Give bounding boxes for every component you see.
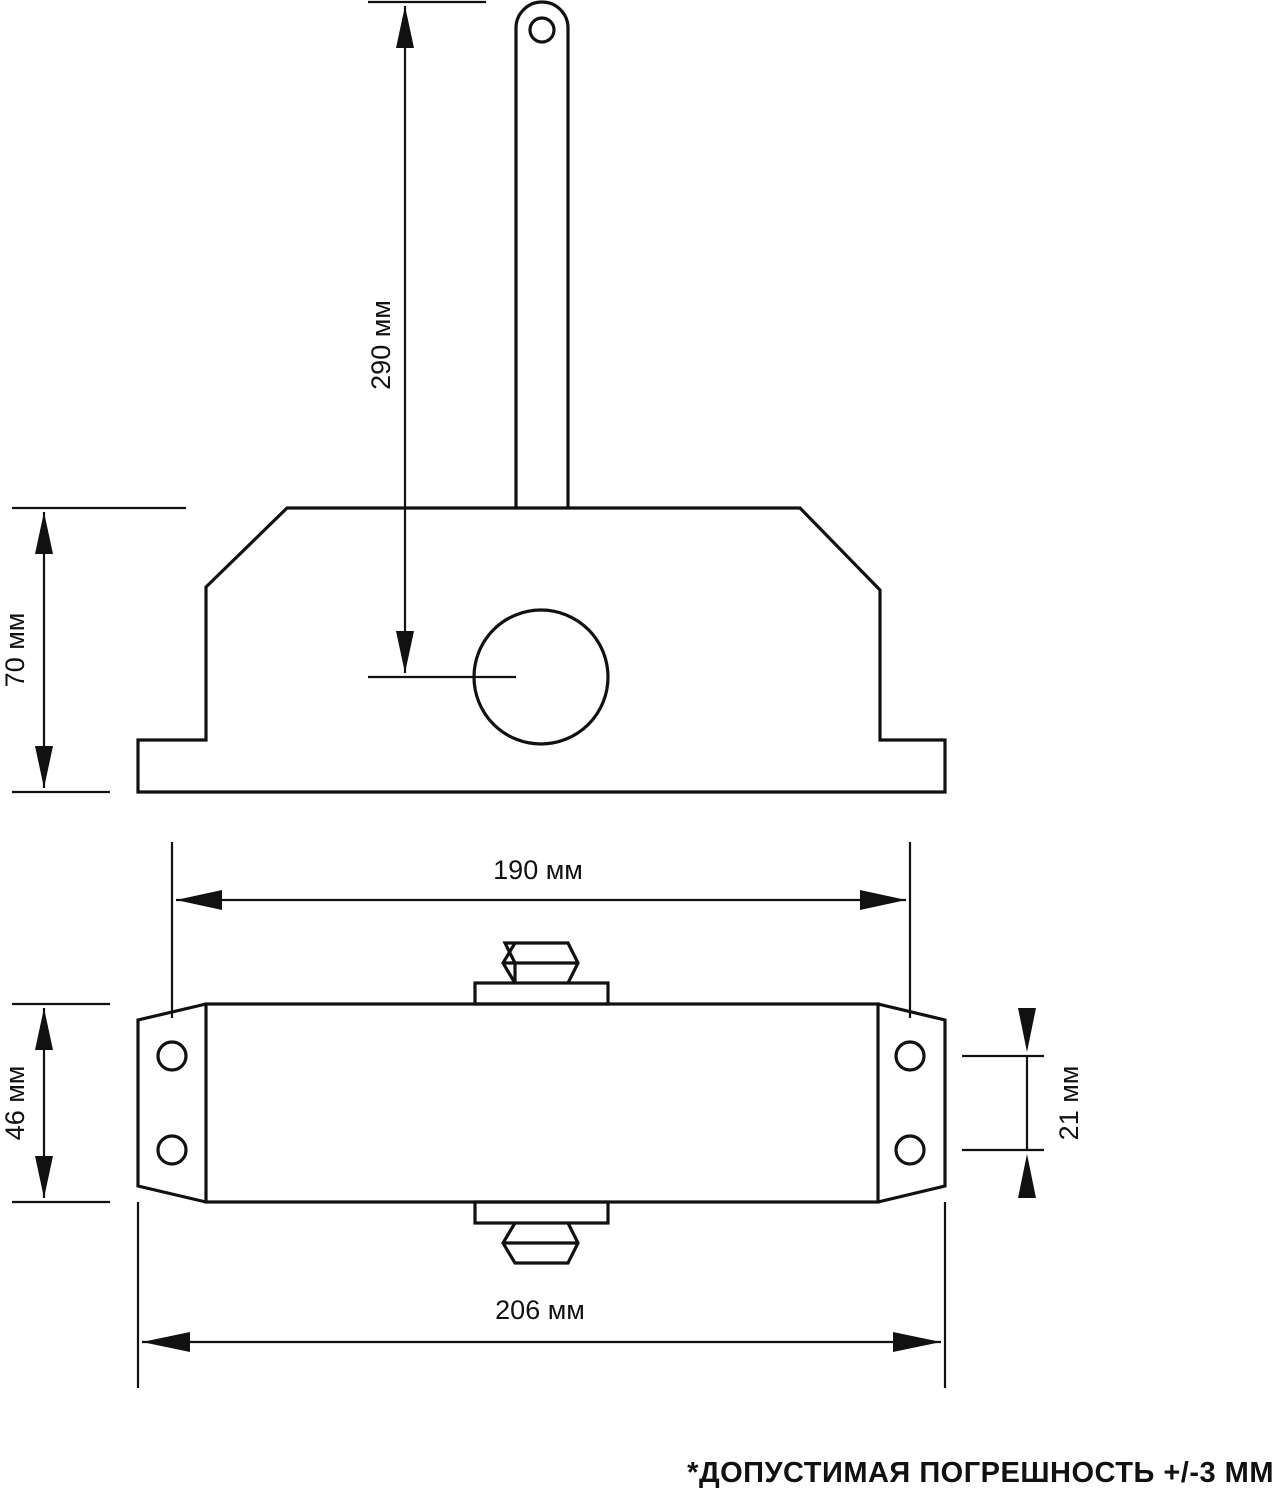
spindle-boss-bottom: [501, 1222, 580, 1265]
arrow-up-icon: [396, 6, 414, 48]
arrow-up-icon: [1018, 1154, 1036, 1198]
arrow-down-icon: [35, 746, 53, 788]
mounting-hole-icon: [894, 1040, 926, 1072]
arrow-down-icon: [1018, 1008, 1036, 1052]
closer-body-top-left-cap: [136, 1002, 207, 1204]
arrow-down-icon: [35, 1156, 53, 1198]
arm-pivot-hole: [528, 16, 556, 44]
mounting-hole-icon: [156, 1134, 188, 1166]
spindle-plate-bottom: [473, 1200, 610, 1225]
closer-body-top: [204, 1002, 880, 1204]
dim-label-70: 70 мм: [0, 613, 30, 688]
front-view: 290 мм 70 мм: [0, 0, 947, 794]
mounting-hole-icon: [894, 1134, 926, 1166]
closer-body-front: [136, 506, 947, 794]
arrow-left-icon: [142, 1332, 190, 1352]
arrow-right-icon: [860, 890, 906, 910]
closer-body-top-right-cap: [877, 1002, 947, 1204]
dim-label-290: 290 мм: [366, 300, 396, 390]
mounting-hole-icon: [156, 1040, 188, 1072]
top-view: 190 мм 46 мм 21 мм: [0, 842, 1084, 1388]
dim-label-21: 21 мм: [1054, 1066, 1084, 1141]
arrow-right-icon: [893, 1332, 941, 1352]
arrow-left-icon: [176, 890, 222, 910]
tolerance-note: *ДОПУСТИМАЯ ПОГРЕШНОСТЬ +/-3 ММ: [687, 1457, 1274, 1489]
dim-label-190: 190 мм: [493, 855, 583, 885]
dim-label-46: 46 мм: [0, 1066, 30, 1141]
closer-arm: [514, 0, 570, 508]
spindle-boss-top: [501, 941, 580, 984]
dim-label-206: 206 мм: [495, 1295, 585, 1325]
arrow-up-icon: [35, 1008, 53, 1050]
spindle-plate-top: [473, 981, 610, 1006]
arrow-up-icon: [35, 512, 53, 554]
arrow-down-icon: [396, 631, 414, 673]
